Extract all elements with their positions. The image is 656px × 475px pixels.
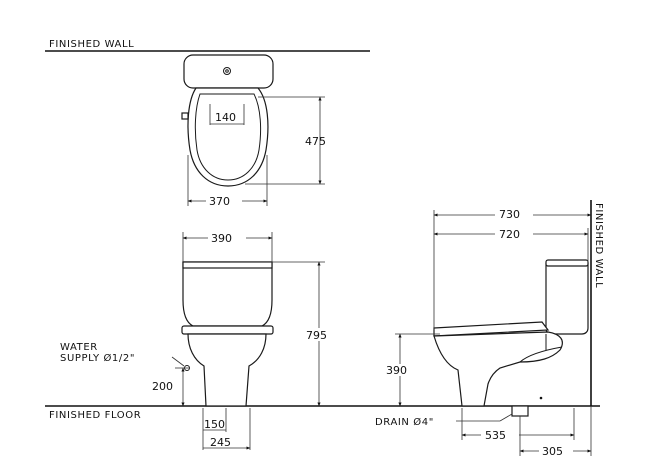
dim-795-text: 795: [306, 329, 327, 342]
dim-245-text: 245: [210, 436, 231, 449]
finished-wall-top-label: FINISHED WALL: [49, 39, 134, 50]
dim-730-text-bg: [495, 208, 533, 220]
dim-535-text-bg: [481, 429, 519, 441]
drain-leader: [499, 413, 513, 422]
dim-720-text: 720: [499, 228, 520, 241]
drain-pipe: [511, 405, 529, 417]
tank-lid-front: [182, 261, 273, 269]
dim-370-text: 370: [209, 195, 230, 208]
flush-button-icon: [223, 67, 231, 75]
dim-front-390-text: 390: [211, 232, 232, 245]
lever-icon: [181, 112, 189, 120]
dim-front-390-text-bg: [208, 232, 246, 244]
dim-535-text: 535: [485, 429, 506, 442]
dim-795-text-bg: [304, 328, 332, 341]
dim-305-text: 305: [542, 445, 563, 458]
tank-side-view: [545, 263, 589, 335]
top-view: FINISHED WALL 140 475 370: [45, 39, 370, 208]
water-supply-leader: [171, 356, 185, 367]
bowl-top-view: [187, 87, 269, 187]
dim-side-390-text-bg: [384, 364, 414, 376]
side-view: FINISHED WALL 730 720 390 DRAIN Ø4": [375, 200, 604, 458]
dim-150-text: 150: [204, 418, 225, 431]
finished-floor-label: FINISHED FLOOR: [49, 410, 141, 421]
front-view: 390 795 WATER SUPPLY Ø1/2" 200 150 245: [60, 232, 332, 450]
flush-button-center: [225, 69, 229, 73]
dim-140-text: 140: [215, 111, 236, 124]
dim-305-text-bg: [539, 445, 573, 457]
dim-475-text: 475: [305, 135, 326, 148]
floor-bolt-mark: [539, 396, 543, 400]
seat-side-view: [433, 321, 550, 337]
bowl-side-view: [433, 331, 563, 407]
bowl-front-view: [187, 333, 267, 407]
water-supply-label-2: SUPPLY Ø1/2": [60, 352, 135, 364]
dim-200-text-bg: [150, 380, 178, 392]
seat-front-view: [181, 325, 274, 335]
finished-wall-side-label: FINISHED WALL: [593, 203, 604, 288]
dim-730-text: 730: [499, 208, 520, 221]
dim-side-390-text: 390: [386, 364, 407, 377]
dim-200-text: 200: [152, 380, 173, 393]
dim-720-text-bg: [495, 228, 533, 240]
tank-front-view: [182, 261, 273, 327]
seat-inner-outline: [194, 93, 262, 181]
tank-lid-side: [545, 259, 589, 267]
drain-label: DRAIN Ø4": [375, 416, 434, 428]
dim-370-text-bg: [206, 195, 242, 207]
trapway-line: [519, 346, 563, 363]
water-supply-label-1: WATER: [60, 342, 98, 353]
